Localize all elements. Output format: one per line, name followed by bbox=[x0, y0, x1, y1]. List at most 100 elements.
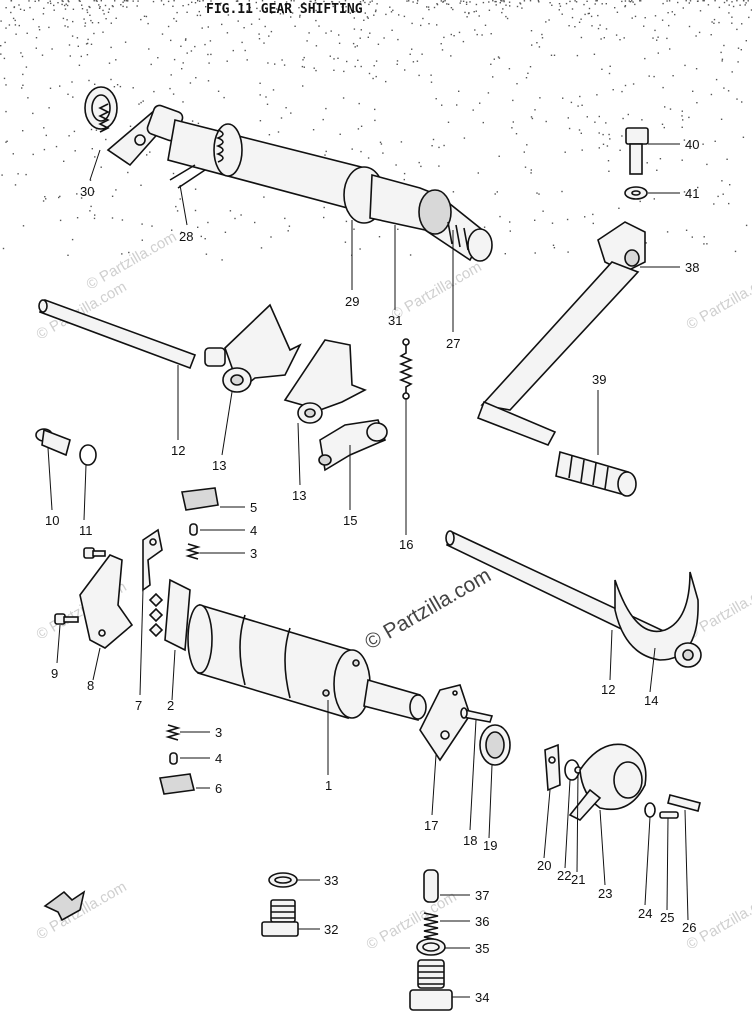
scan-speck bbox=[194, 2, 197, 4]
scan-speck bbox=[338, 34, 340, 36]
scan-speck bbox=[180, 231, 183, 233]
scan-speck bbox=[299, 14, 301, 17]
scan-speck bbox=[3, 77, 6, 80]
callout-32: 32 bbox=[324, 922, 338, 937]
scan-speck bbox=[739, 4, 741, 6]
scan-speck bbox=[452, 191, 455, 193]
scan-speck bbox=[65, 3, 67, 5]
callout-38: 38 bbox=[685, 260, 699, 275]
scan-speck bbox=[138, 103, 140, 105]
scan-speck bbox=[243, 27, 245, 29]
scan-speck bbox=[49, 0, 51, 2]
scan-speck bbox=[646, 162, 648, 164]
scan-speck bbox=[95, 129, 98, 131]
scan-speck bbox=[574, 0, 576, 2]
callout-5: 5 bbox=[250, 500, 257, 515]
scan-speck bbox=[14, 24, 17, 26]
scan-speck bbox=[150, 63, 152, 66]
scan-speck bbox=[703, 236, 705, 238]
scan-speck bbox=[382, 152, 384, 154]
callout-28: 28 bbox=[179, 229, 193, 244]
scan-speck bbox=[94, 214, 96, 216]
scan-speck bbox=[558, 9, 560, 11]
scan-speck bbox=[639, 0, 641, 2]
scan-speck bbox=[376, 3, 378, 5]
scan-speck bbox=[698, 31, 701, 34]
scan-speck bbox=[145, 15, 148, 18]
scan-speck bbox=[315, 45, 318, 47]
scan-speck bbox=[747, 0, 749, 2]
scan-speck bbox=[503, 0, 505, 2]
scan-speck bbox=[597, 27, 600, 30]
scan-speck bbox=[38, 29, 41, 31]
scan-speck bbox=[74, 150, 76, 152]
scan-speck bbox=[360, 125, 363, 127]
scan-speck bbox=[534, 109, 536, 111]
part-13-shift-fork bbox=[204, 303, 302, 393]
scan-speck bbox=[422, 17, 424, 20]
scan-speck bbox=[160, 0, 163, 2]
scan-speck bbox=[494, 0, 496, 3]
scan-speck bbox=[232, 49, 234, 52]
scan-speck bbox=[664, 106, 666, 108]
scan-speck bbox=[713, 18, 716, 21]
scan-speck bbox=[628, 0, 630, 2]
part-40-bolt bbox=[625, 127, 649, 175]
scan-speck bbox=[223, 96, 225, 99]
callout-16: 16 bbox=[399, 537, 413, 552]
scan-speck bbox=[548, 19, 550, 21]
callout-9: 9 bbox=[51, 666, 58, 681]
scan-speck bbox=[111, 5, 114, 7]
scan-speck bbox=[530, 169, 532, 171]
scan-speck bbox=[90, 128, 93, 131]
scan-speck bbox=[331, 1, 334, 3]
callout-35: 35 bbox=[475, 941, 489, 956]
scan-speck bbox=[261, 0, 264, 2]
scan-speck bbox=[447, 3, 450, 5]
scan-speck bbox=[229, 210, 232, 212]
scan-speck bbox=[736, 28, 738, 31]
scan-speck bbox=[53, 4, 55, 7]
scan-speck bbox=[723, 1, 726, 4]
scan-speck bbox=[446, 3, 448, 5]
scan-speck bbox=[250, 23, 253, 25]
scan-speck bbox=[325, 150, 327, 153]
scan-speck bbox=[102, 9, 104, 12]
scan-speck bbox=[609, 138, 611, 140]
scan-speck bbox=[122, 1, 124, 3]
scan-speck bbox=[469, 1, 471, 3]
scan-speck bbox=[588, 12, 590, 15]
scan-speck bbox=[244, 49, 246, 52]
scan-speck bbox=[126, 6, 128, 8]
scan-speck bbox=[464, 11, 466, 14]
scan-speck bbox=[624, 0, 627, 2]
scan-speck bbox=[654, 29, 656, 32]
callout-21: 21 bbox=[571, 872, 585, 887]
scan-speck bbox=[99, 6, 101, 8]
scan-speck bbox=[264, 25, 266, 28]
scan-speck bbox=[47, 2, 49, 4]
scan-speck bbox=[538, 193, 540, 195]
scan-speck bbox=[48, 107, 50, 109]
scan-speck bbox=[442, 1, 444, 3]
scan-speck bbox=[379, 141, 382, 143]
scan-speck bbox=[5, 27, 7, 29]
scan-speck bbox=[335, 10, 337, 12]
scan-speck bbox=[279, 13, 282, 15]
scan-speck bbox=[472, 109, 474, 111]
scan-speck bbox=[32, 112, 34, 115]
scan-speck bbox=[481, 34, 483, 36]
scan-speck bbox=[398, 14, 400, 16]
scan-speck bbox=[152, 0, 155, 3]
part-35-washer bbox=[416, 938, 446, 956]
scan-speck bbox=[504, 253, 506, 255]
scan-speck bbox=[619, 149, 621, 151]
scan-speck bbox=[43, 127, 45, 129]
scan-speck bbox=[277, 131, 280, 133]
scan-speck bbox=[736, 98, 738, 100]
callout-24: 24 bbox=[638, 906, 652, 921]
scan-speck bbox=[339, 133, 341, 135]
scan-speck bbox=[516, 83, 518, 85]
scan-speck bbox=[443, 144, 445, 147]
part-24-washer bbox=[644, 802, 656, 818]
